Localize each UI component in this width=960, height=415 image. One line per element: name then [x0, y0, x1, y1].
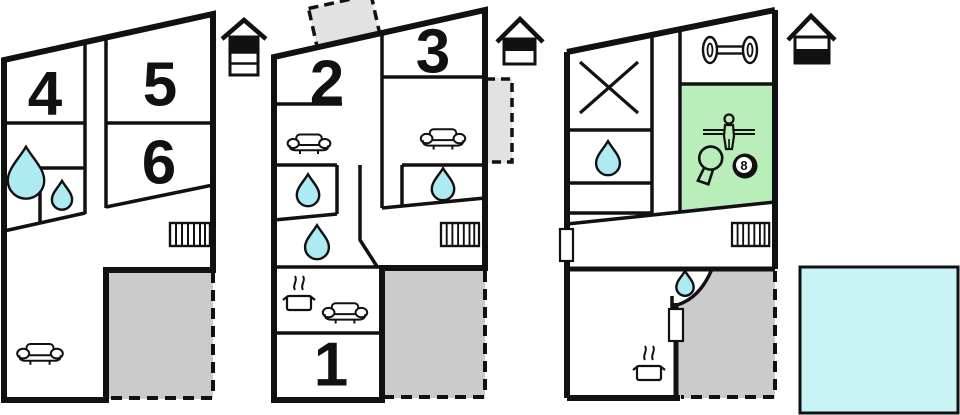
room-label-1: 1 [314, 331, 348, 400]
north-indicator-icon [495, 15, 545, 66]
balcony-right-dashed-border [486, 77, 514, 164]
floor-plan-right: 8 [558, 7, 837, 401]
room-label-6: 6 [142, 129, 176, 198]
water-drop-icon [595, 140, 621, 177]
room-label-3: 3 [416, 18, 450, 87]
interior-walls [3, 38, 214, 233]
foosball-player-icon [703, 113, 755, 151]
floor-plan-left: 4 5 6 [0, 10, 268, 403]
terrace-area [677, 269, 775, 398]
radiator-icon [168, 221, 212, 248]
floor-plan-middle: 2 3 1 [271, 0, 545, 403]
balcony-right [486, 78, 512, 163]
north-indicator-icon [786, 12, 837, 65]
water-drop-icon [675, 270, 695, 297]
terrace-area [106, 270, 213, 399]
door-marker [667, 307, 685, 343]
terrace-dashed-border [385, 271, 487, 399]
room-label-2: 2 [310, 49, 344, 118]
interior-walls [566, 30, 776, 310]
stove-pot-icon [631, 344, 667, 382]
interior-walls [273, 33, 486, 335]
table-tennis-paddle-icon [696, 145, 724, 186]
terrace-dashed-border [681, 271, 777, 399]
radiator-icon [439, 221, 481, 248]
x-mark-icon [578, 60, 640, 115]
shower-arc-wall [676, 268, 714, 307]
room-label-5: 5 [143, 51, 177, 120]
radiator-icon [730, 221, 771, 248]
swimming-pool [798, 265, 960, 415]
room-label-4: 4 [28, 60, 63, 129]
billiard-ball-icon: 8 [732, 153, 758, 179]
terrace-dashed-border [108, 272, 215, 400]
dumbbell-icon [701, 35, 759, 65]
outer-walls [564, 7, 778, 401]
terrace-area [382, 268, 485, 398]
door-marker [558, 227, 575, 263]
billiard-ball-number: 8 [740, 158, 747, 173]
north-indicator-icon [220, 17, 268, 77]
